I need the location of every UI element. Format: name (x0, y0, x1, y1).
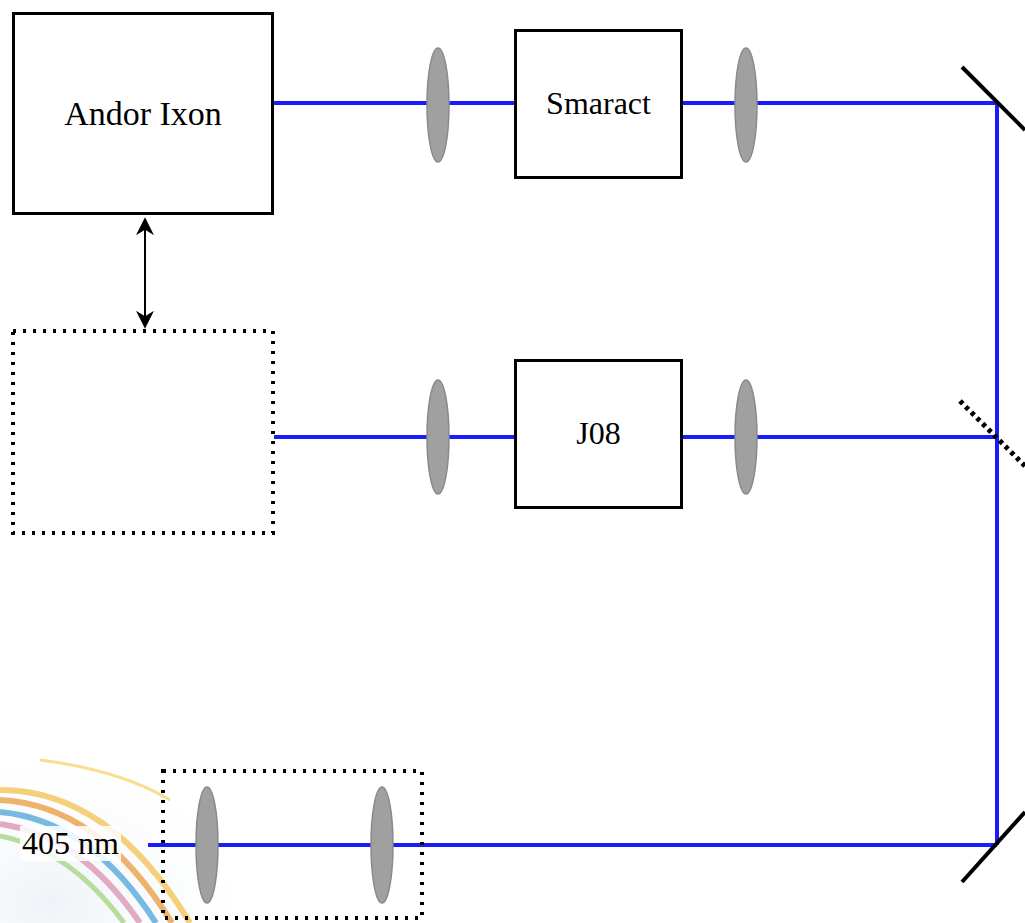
beam-splitter (960, 401, 1025, 466)
dotted-box (13, 331, 273, 533)
double-arrow (144, 219, 146, 327)
beam-connector (274, 101, 514, 105)
instrument-box: J08 (514, 359, 683, 509)
box-label: Andor Ixon (64, 95, 222, 132)
mirror (962, 67, 1025, 882)
instrument-box: Andor Ixon (12, 12, 274, 215)
wavelength-label: 405 nm (20, 826, 121, 861)
rainbow-graphic (0, 720, 260, 923)
laser-beam (148, 103, 997, 845)
box-label: Smaract (546, 86, 651, 121)
box-label: J08 (576, 416, 620, 451)
instrument-box: Smaract (514, 29, 683, 179)
dotted-box (163, 771, 422, 918)
